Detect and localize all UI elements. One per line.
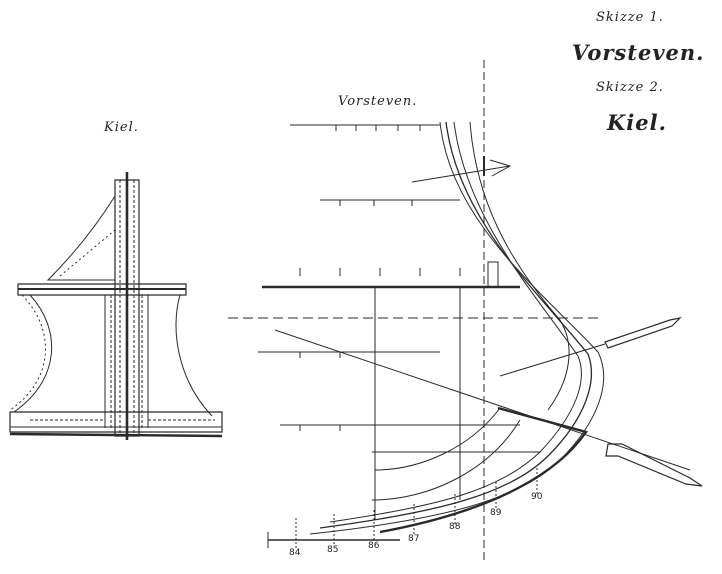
skizze1-title: Vorsteven.: [572, 40, 705, 65]
kiel-section-label: Kiel.: [104, 120, 139, 135]
frame-number: 88: [449, 522, 461, 532]
stem-bar: [380, 408, 586, 532]
kiel-bracket-plate: [48, 196, 115, 280]
skizze2-label: Skizze 2.: [596, 80, 664, 95]
skizze1-label: Skizze 1.: [596, 10, 664, 25]
diagonal-construction-line: [275, 330, 690, 470]
kiel-cross-section: [10, 172, 222, 440]
frame-number: 84: [289, 548, 301, 558]
frame-number: 90: [531, 492, 543, 502]
kiel-right-side: [176, 295, 212, 416]
kiel-bottom-plate: [10, 412, 222, 432]
frame-number: 85: [327, 545, 339, 555]
upper-arrow: [412, 156, 510, 182]
frame-number: 87: [408, 534, 420, 544]
vorsteven-section-label: Vorsteven.: [338, 94, 418, 109]
stem-inner-contour: [320, 122, 591, 528]
frame-number: 89: [490, 508, 502, 518]
vorsteven-profile: [228, 60, 702, 560]
lower-arrow: [606, 444, 702, 486]
kiel-left-side: [14, 295, 52, 412]
frame-number: 86: [368, 541, 380, 551]
stem-outer-contour: [310, 122, 604, 534]
middle-arrow: [500, 318, 680, 376]
skizze2-title: Kiel.: [607, 110, 667, 135]
